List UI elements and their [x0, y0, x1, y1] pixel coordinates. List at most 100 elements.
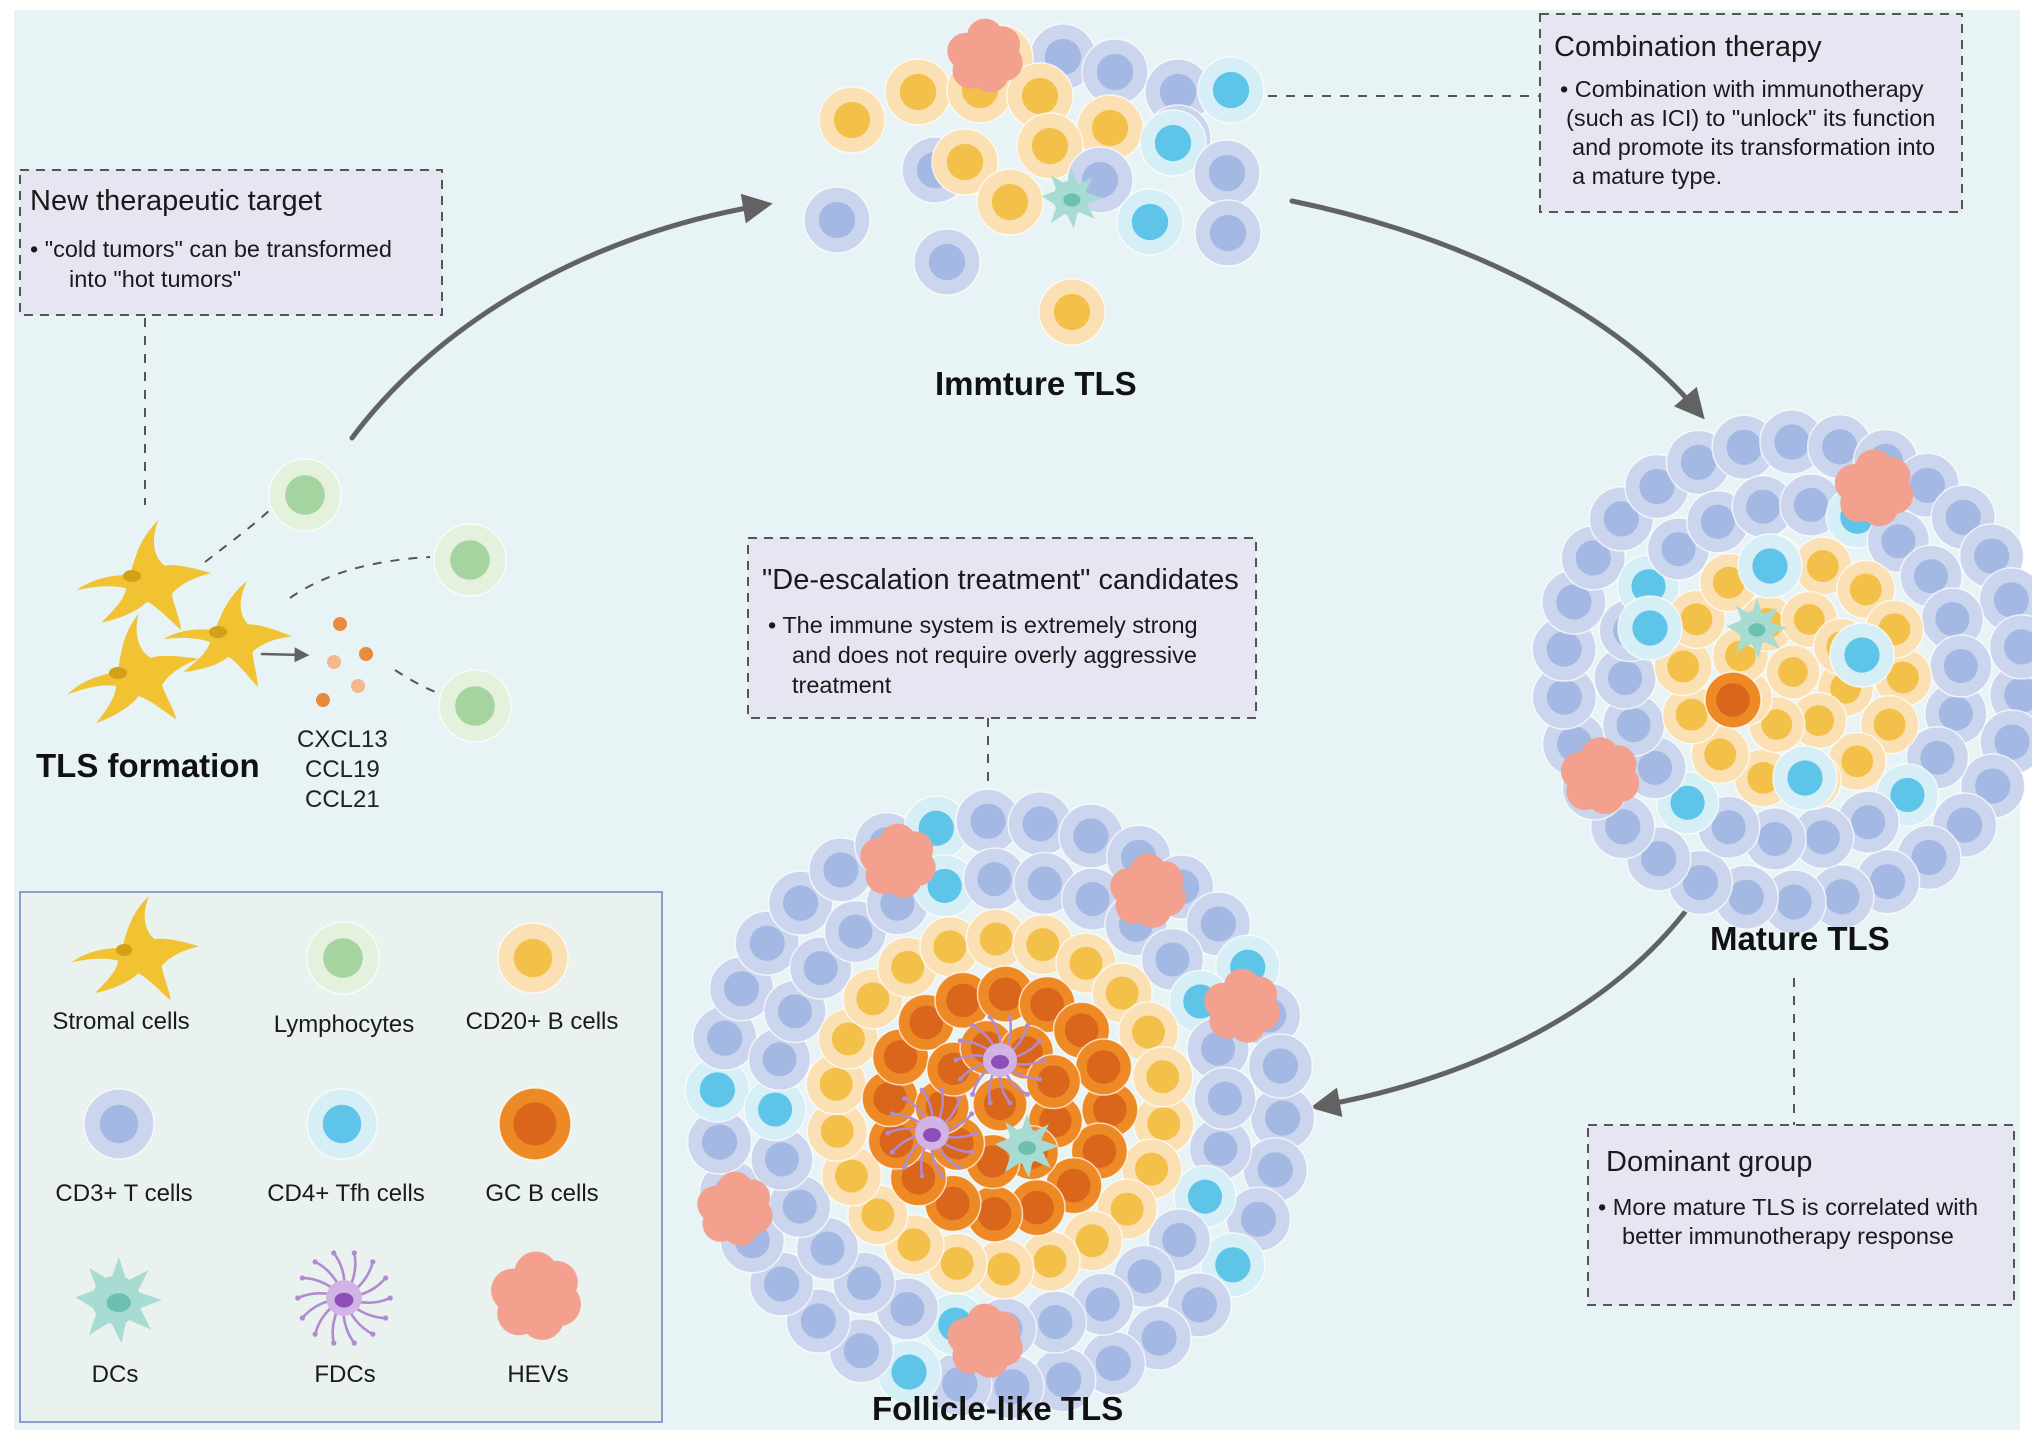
- connector-lymphocyte-2: [289, 556, 431, 599]
- b-cell-icon: [884, 58, 952, 126]
- t-cell-icon: [1711, 414, 1777, 481]
- b-cell-icon: [818, 86, 886, 154]
- lymphocyte-icon: [268, 458, 342, 532]
- t-cell-icon: [83, 1088, 155, 1160]
- t-cell-icon: [1920, 587, 1985, 651]
- t-cell-icon: [1242, 1137, 1308, 1203]
- arrow-formation-to-immature: [349, 193, 773, 441]
- t-cell-icon: [1761, 869, 1827, 935]
- t-cell-icon: [803, 186, 871, 254]
- box-dominant-line-1: • More mature TLS is correlated with: [1598, 1194, 1978, 1220]
- box-deescalation-line-1: • The immune system is extremely strong: [768, 612, 1198, 638]
- chemokine-label-cxcl13: CXCL13: [297, 726, 388, 753]
- lymphocyte-icon: [433, 523, 507, 597]
- box-deescalation-line-2: and does not require overly aggressive: [792, 642, 1197, 668]
- tfh-cell-icon: [684, 1057, 751, 1123]
- box-dominant-line-2: better immunotherapy response: [1622, 1223, 1954, 1249]
- legend-label-stromal-cells: Stromal cells: [52, 1008, 189, 1035]
- tfh-cell-icon: [1139, 109, 1207, 177]
- t-cell-icon: [1713, 864, 1779, 930]
- t-cell-icon: [1531, 664, 1598, 730]
- tls-formation-cells: [268, 458, 512, 743]
- t-cell-icon: [913, 228, 981, 296]
- box-deescalation: "De-escalation treatment" candidates • T…: [747, 537, 1257, 719]
- t-cell-icon: [1988, 614, 2032, 680]
- b-cell-icon: [1827, 731, 1887, 792]
- fdc-cell-icon: [295, 1250, 393, 1346]
- lymphocyte-icon: [306, 921, 380, 995]
- box-combination: Combination therapy • Combination with i…: [1539, 13, 1963, 213]
- t-cell-icon: [828, 1317, 895, 1384]
- gc-b-cell-icon: [1025, 1053, 1082, 1110]
- t-cell-icon: [1194, 199, 1262, 267]
- b-cell-icon: [1873, 647, 1933, 708]
- arrow-chemokine-release: [260, 647, 310, 663]
- box-dominant: Dominant group • More mature TLS is corr…: [1587, 1124, 2015, 1306]
- legend: Stromal cells Lymphocytes CD20+ B cells …: [19, 891, 663, 1423]
- box-new-target-title: New therapeutic target: [30, 185, 322, 217]
- stage-label-mature: Mature TLS: [1710, 920, 1890, 957]
- legend-label-cd3-t-cells: CD3+ T cells: [55, 1180, 192, 1207]
- b-cell-icon: [965, 908, 1027, 970]
- box-dominant-title: Dominant group: [1606, 1146, 1812, 1178]
- legend-label-cd4-tfh-cells: CD4+ Tfh cells: [267, 1180, 425, 1207]
- b-cell-icon: [806, 1100, 869, 1162]
- tfh-cell-icon: [306, 1088, 378, 1160]
- gc-b-cell-icon: [934, 971, 992, 1030]
- gc-b-cell-icon: [972, 1076, 1028, 1132]
- dendritic-cell-icon: [1726, 597, 1788, 659]
- legend-label-lymphocytes: Lymphocytes: [274, 1011, 415, 1038]
- t-cell-icon: [692, 1005, 758, 1071]
- box-combination-line-1: • Combination with immunotherapy: [1560, 76, 1924, 102]
- fdc-cell-icon: [885, 1087, 979, 1179]
- box-deescalation-title: "De-escalation treatment" candidates: [762, 564, 1239, 596]
- dendritic-cell-icon: [995, 1114, 1059, 1178]
- t-cell-icon: [1066, 146, 1134, 214]
- tfh-cell-icon: [1772, 745, 1838, 811]
- tfh-cell-icon: [743, 1077, 807, 1142]
- legend-label-gc-b-cells: GC B cells: [485, 1180, 598, 1207]
- tfh-cell-icon: [1116, 188, 1184, 256]
- dendritic-cell-icon: [75, 1256, 162, 1344]
- b-cell-icon: [1016, 112, 1084, 180]
- stage-label-follicle: Follicle-like TLS: [872, 1390, 1123, 1427]
- box-new-target: New therapeutic target • "cold tumors" c…: [19, 169, 443, 316]
- legend-label-cd20-b-cells: CD20+ B cells: [466, 1008, 619, 1035]
- t-cell-icon: [747, 1027, 812, 1092]
- dendritic-cell-icon: [1041, 167, 1103, 229]
- t-cell-icon: [1593, 646, 1657, 710]
- box-new-target-line-2: into "hot tumors": [69, 266, 241, 292]
- tfh-cell-icon: [1829, 622, 1895, 688]
- t-cell-icon: [1247, 1033, 1314, 1099]
- chemokine-label-ccl21: CCL21: [305, 786, 380, 813]
- arrow-immature-to-mature: [1289, 198, 1705, 420]
- t-cell-icon: [1731, 474, 1795, 539]
- box-combination-title: Combination therapy: [1554, 31, 1822, 63]
- box-combination-line-4: a mature type.: [1572, 163, 1722, 189]
- mature-tls-cluster: [1531, 409, 2032, 935]
- t-cell-icon: [1759, 409, 1825, 475]
- gc-b-cell-icon: [498, 1087, 572, 1161]
- b-cell-icon: [919, 916, 981, 978]
- t-cell-icon: [1929, 634, 1993, 698]
- stage-label-immature: Immture TLS: [935, 365, 1137, 402]
- t-cell-icon: [1023, 1290, 1088, 1354]
- b-cell-icon: [1131, 1046, 1194, 1108]
- t-cell-icon: [962, 847, 1027, 911]
- follicle-like-tls-cluster: [684, 788, 1316, 1420]
- b-cell-icon: [1038, 278, 1106, 346]
- t-cell-icon: [1193, 139, 1261, 207]
- box-combination-line-2: (such as ICI) to "unlock" its function: [1566, 105, 1935, 131]
- tfh-cell-icon: [1197, 56, 1265, 124]
- gc-b-cell-icon: [1008, 1178, 1066, 1237]
- t-cell-icon: [1249, 1085, 1316, 1151]
- t-cell-icon: [1030, 1346, 1097, 1413]
- b-cell-icon: [976, 168, 1044, 236]
- t-cell-icon: [1809, 863, 1875, 930]
- t-cell-icon: [1081, 38, 1149, 106]
- b-cell-icon: [1765, 644, 1821, 700]
- chemokine-label-ccl19: CCL19: [305, 756, 380, 783]
- t-cell-icon: [686, 1109, 753, 1175]
- b-cell-icon: [497, 922, 569, 994]
